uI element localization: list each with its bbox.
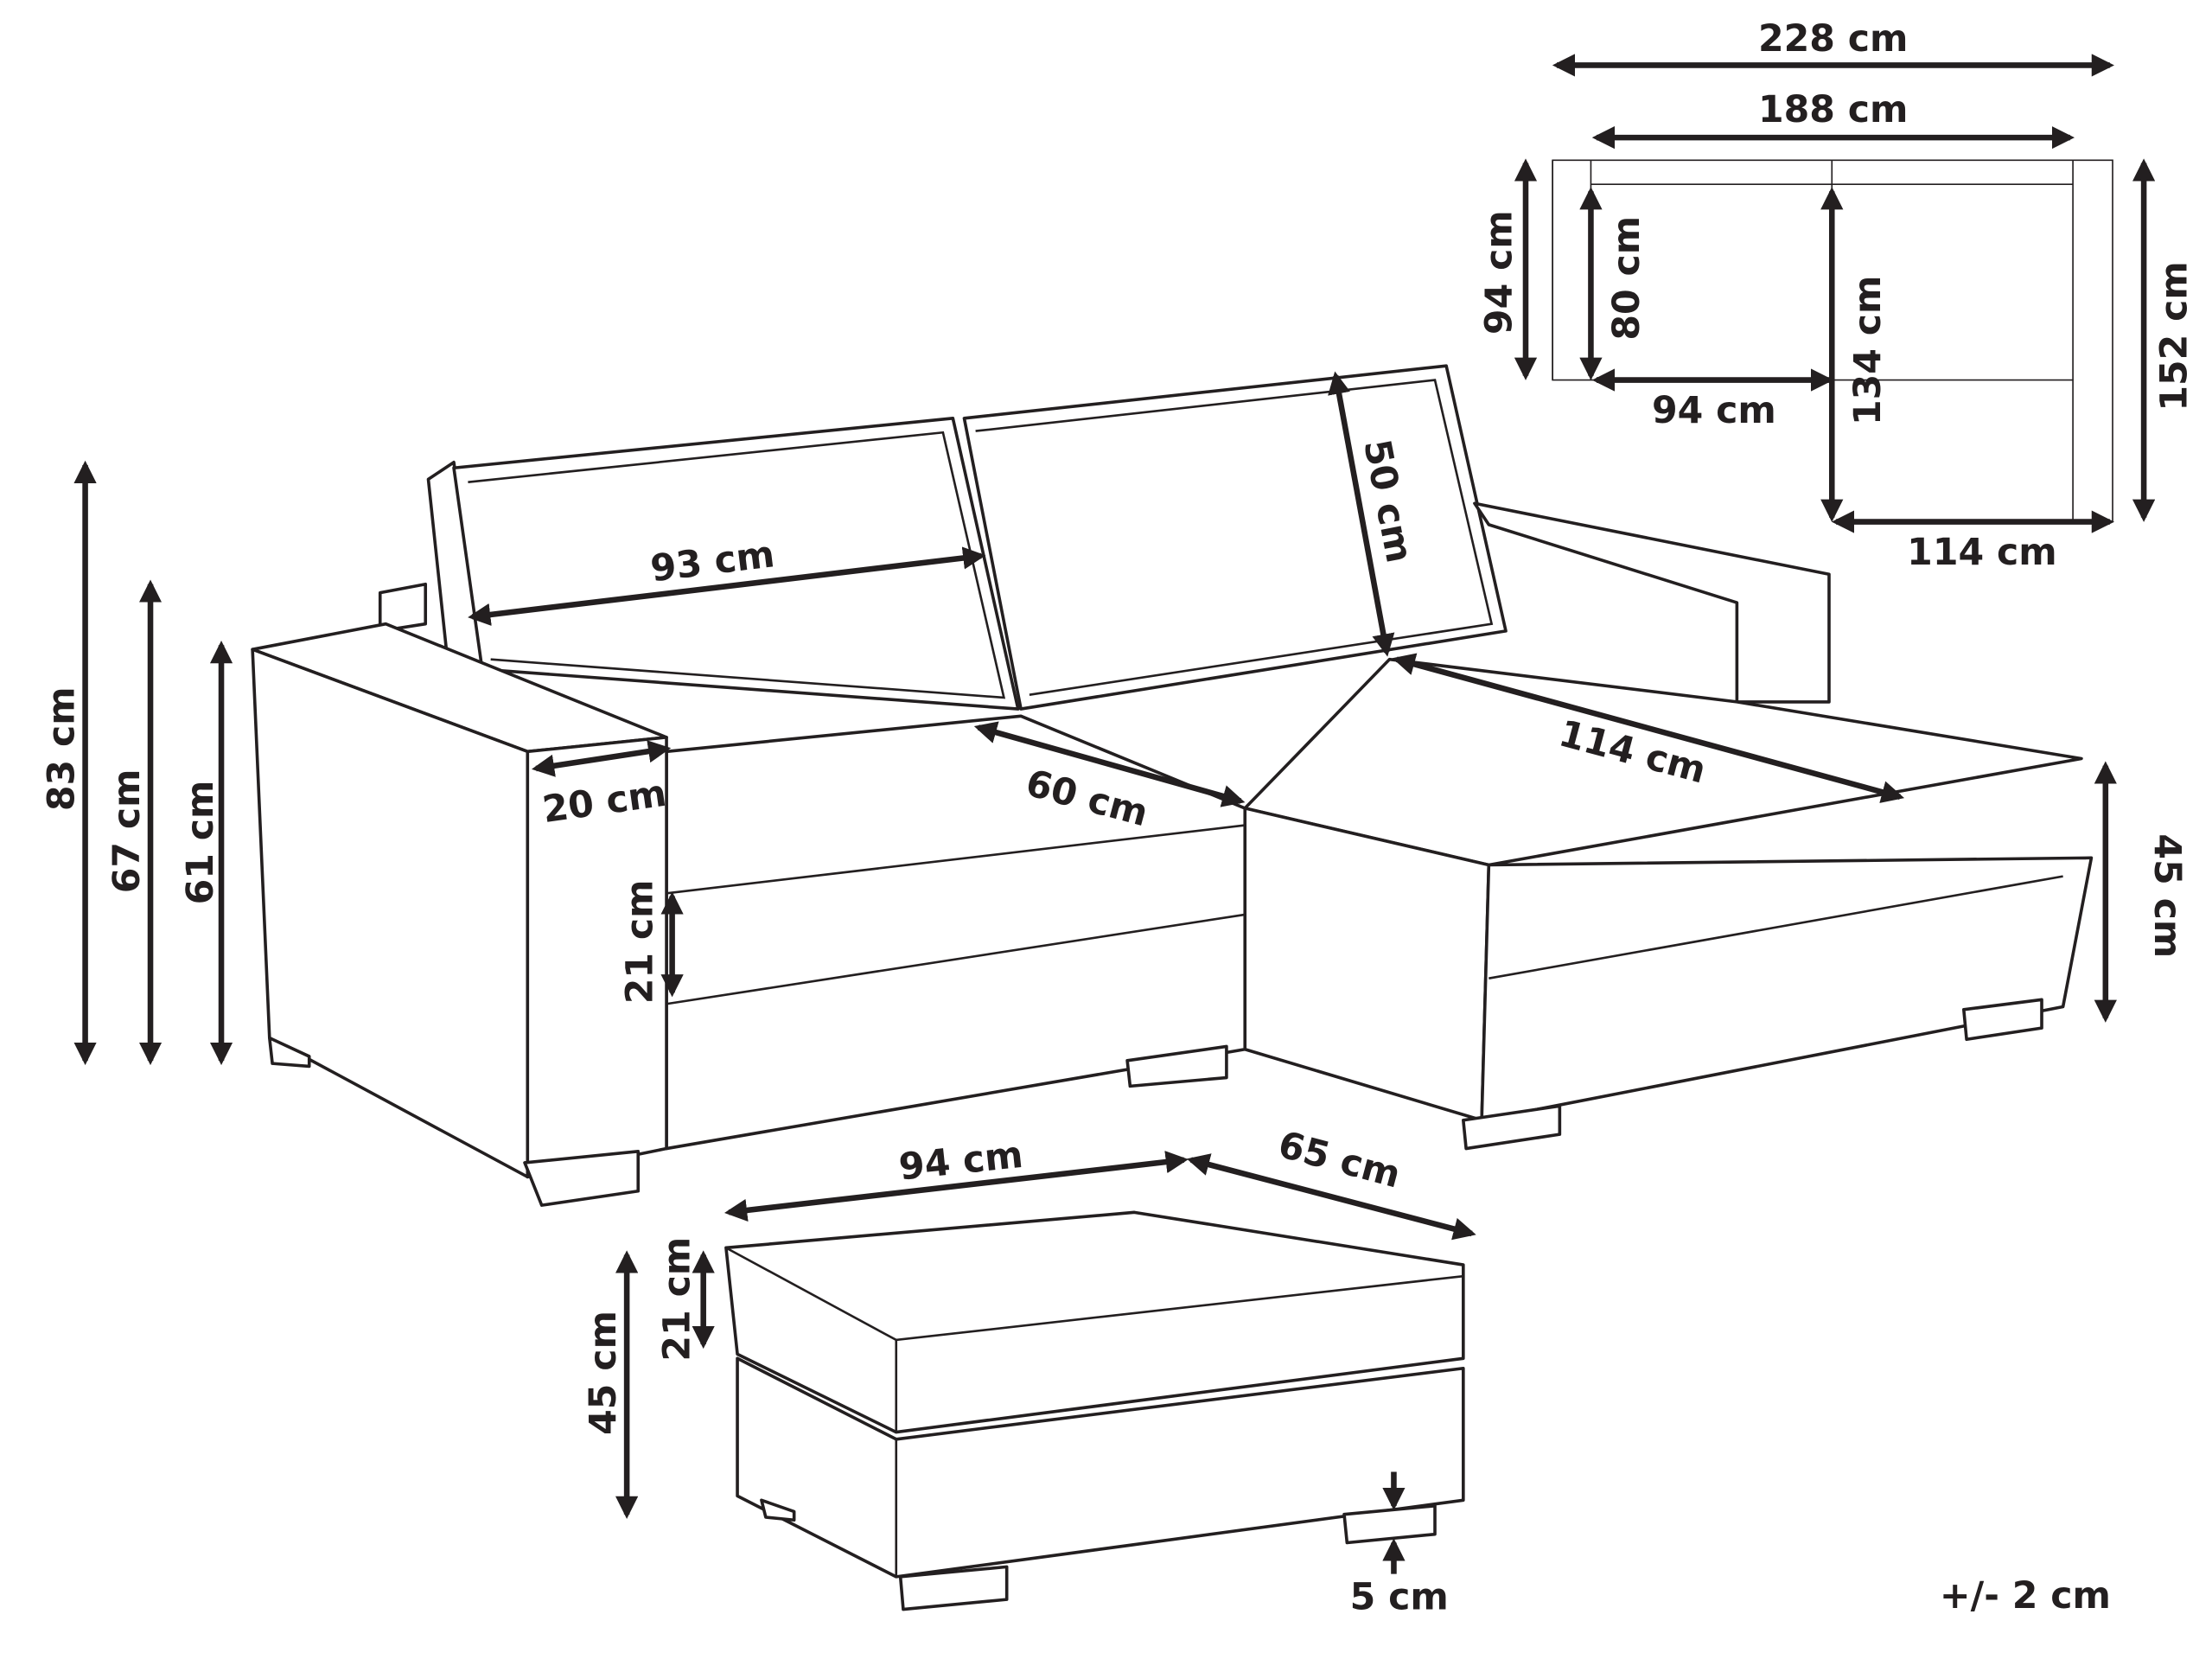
top-depth-label: 94 cm bbox=[1478, 210, 1521, 335]
top-chaise-width-label: 114 cm bbox=[1907, 531, 2057, 574]
arm-height-label: 61 cm bbox=[179, 781, 222, 905]
top-chaise-seat-depth-label: 134 cm bbox=[1846, 276, 1890, 426]
top-seat-depth-label: 80 cm bbox=[1605, 216, 1648, 341]
top-section-width-label: 94 cm bbox=[1652, 389, 1776, 432]
ottoman-cushion-height-label: 21 cm bbox=[655, 1237, 698, 1362]
seat-height-label: 45 cm bbox=[2145, 833, 2189, 958]
back-height-label: 67 cm bbox=[105, 769, 149, 893]
ottoman-drawing bbox=[724, 1210, 1465, 1611]
ottoman-height-label: 45 cm bbox=[582, 1311, 625, 1435]
overall-height-label: 83 cm bbox=[40, 686, 83, 811]
top-total-width-label: 228 cm bbox=[1758, 17, 1908, 61]
leg-height-label: 5 cm bbox=[1350, 1576, 1449, 1619]
top-seat-width-label: 188 cm bbox=[1758, 88, 1908, 131]
sofa-drawing bbox=[251, 364, 2094, 1207]
top-chaise-depth-label: 152 cm bbox=[2152, 261, 2196, 412]
seat-cushion-height-label: 21 cm bbox=[619, 879, 662, 1004]
tolerance-label: +/- 2 cm bbox=[1940, 1574, 2111, 1618]
dimension-arrows bbox=[73, 54, 2156, 1574]
